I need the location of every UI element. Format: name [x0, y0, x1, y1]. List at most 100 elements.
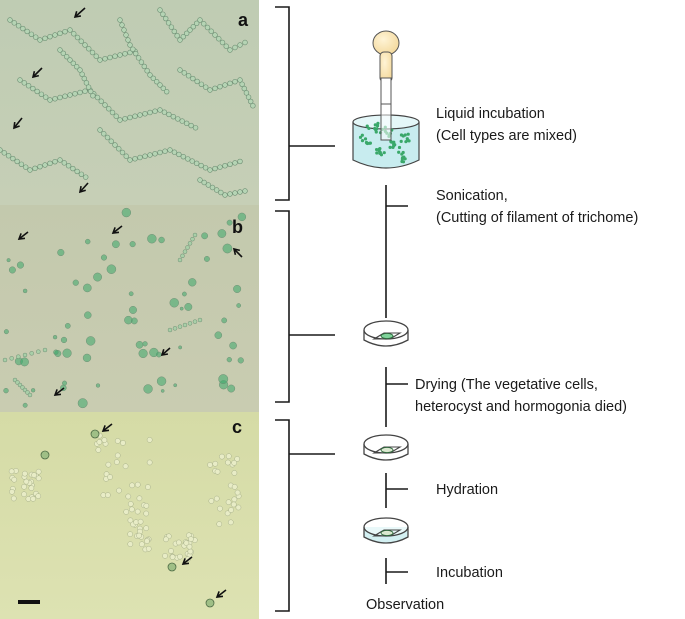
cell: [214, 468, 221, 475]
cell: [0, 147, 3, 153]
petri-dish-icon: [363, 434, 409, 461]
cell: [101, 131, 107, 137]
cell-arrows: [13, 7, 243, 598]
cell: [107, 474, 113, 480]
cell: [57, 157, 63, 163]
cell: [181, 70, 187, 76]
cell: [77, 67, 83, 73]
cell: [96, 439, 103, 445]
cell: [205, 182, 212, 188]
cell: [161, 109, 168, 115]
panel-letter-b: b: [232, 217, 243, 237]
cell: [219, 39, 226, 46]
cell: [72, 279, 79, 286]
cell: [90, 93, 96, 99]
cell: [74, 34, 81, 41]
cell: [95, 383, 101, 388]
cell: [209, 184, 216, 191]
cell: [8, 266, 16, 274]
cell: [102, 56, 108, 62]
cell: [179, 306, 184, 311]
cell: [222, 192, 228, 198]
cell: [237, 189, 243, 195]
cell: [217, 505, 223, 512]
cell: [234, 489, 241, 496]
cell: [182, 322, 188, 328]
cell: [113, 459, 120, 465]
cell: [57, 94, 63, 101]
cell: [194, 78, 200, 85]
cell: [62, 348, 72, 358]
cell: [88, 88, 94, 95]
cell: [248, 98, 254, 105]
step-incubation: Incubation: [436, 565, 503, 581]
cell: [190, 75, 196, 82]
cell: [232, 78, 238, 85]
cell: [84, 311, 92, 319]
cell: [52, 32, 58, 38]
cell: [135, 55, 142, 61]
cell: [114, 438, 121, 444]
cell: [82, 42, 88, 48]
bracket-c: [275, 419, 335, 612]
cell: [232, 44, 238, 51]
cell: [57, 47, 63, 53]
cell: [171, 28, 177, 35]
cell: [153, 78, 160, 85]
cell: [406, 132, 410, 136]
cell: [36, 349, 41, 354]
cell: [374, 128, 378, 132]
cell: [35, 468, 42, 475]
cell: [85, 84, 92, 90]
cell: [78, 171, 85, 177]
cell: [201, 179, 207, 186]
cell: [3, 329, 9, 335]
cell: [224, 510, 231, 517]
petri-dish-icon: [363, 320, 409, 347]
cell: [5, 153, 12, 159]
cell: [122, 463, 129, 470]
cell: [222, 243, 233, 254]
cell: [16, 261, 24, 269]
cell: [9, 488, 15, 495]
cell: [101, 437, 108, 443]
cell: [373, 123, 377, 127]
cell: [105, 492, 111, 498]
cell: [145, 545, 152, 552]
cell: [109, 109, 116, 116]
arrow-icon: [232, 247, 243, 258]
cell: [11, 20, 17, 26]
cell: [43, 94, 49, 100]
akinete-cell: [167, 562, 177, 572]
cell: [94, 94, 101, 101]
arrow-icon: [101, 423, 113, 432]
cell: [169, 298, 179, 308]
cell: [231, 470, 238, 476]
cell: [163, 88, 170, 95]
cell: [405, 138, 410, 142]
arrow-icon: [53, 387, 65, 396]
arrow-icon: [181, 556, 193, 565]
cell: [132, 156, 138, 162]
cell: [121, 207, 132, 218]
cell: [231, 496, 238, 503]
cell: [106, 106, 112, 112]
cell: [233, 284, 242, 293]
cell: [130, 317, 138, 325]
cell: [10, 495, 17, 502]
cell: [185, 245, 190, 250]
cell: [207, 462, 213, 468]
cell: [143, 502, 150, 509]
cell: [112, 240, 120, 249]
cell: [197, 317, 203, 323]
cell: [142, 111, 148, 117]
cell: [162, 553, 168, 559]
cell: [65, 163, 72, 169]
cell: [139, 541, 145, 548]
cell: [122, 116, 128, 122]
cell: [89, 49, 96, 56]
cell: [67, 92, 73, 98]
cell: [136, 532, 142, 539]
cell: [207, 167, 213, 173]
cell: [225, 453, 232, 460]
